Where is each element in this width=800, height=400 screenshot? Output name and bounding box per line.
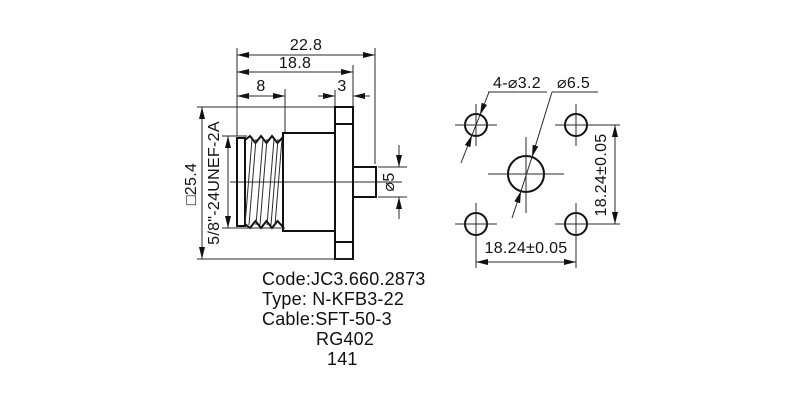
leader-mounting-holes: 4-⌀3.2 bbox=[460, 75, 547, 164]
dim-hole-spacing-vertical-text: 18.24±0.05 bbox=[593, 134, 610, 217]
note-cable: Cable:SFT-50-3 bbox=[262, 309, 392, 329]
side-view-dimensions: 22.8 18.8 8 3 □25.4 5/8"-24UNEF-2A ⌀5 bbox=[183, 37, 407, 260]
note-cable-alt-2: 141 bbox=[327, 349, 358, 369]
side-view: 22.8 18.8 8 3 □25.4 5/8"-24UNEF-2A ⌀5 bbox=[183, 37, 407, 260]
dim-flange-square: □25.4 bbox=[183, 163, 200, 205]
dim-hole-spacing-horizontal: 18.24±0.05 bbox=[475, 238, 577, 268]
dim-thread-length: 8 bbox=[256, 78, 265, 95]
label-mounting-holes: 4-⌀3.2 bbox=[493, 75, 541, 92]
note-cable-alt-1: RG402 bbox=[316, 329, 374, 349]
note-type: Type: N-KFB3-22 bbox=[262, 289, 404, 309]
notes-block: Code:JC3.660.2873 Type: N-KFB3-22 Cable:… bbox=[262, 269, 426, 369]
flange bbox=[334, 106, 354, 260]
thread-profile bbox=[243, 134, 285, 230]
leader-center-hole: ⌀6.5 bbox=[511, 75, 598, 219]
dim-flange-thickness: 3 bbox=[337, 78, 346, 95]
dim-hole-spacing-vertical: 18.24±0.05 bbox=[590, 124, 620, 225]
thread-helix-lines bbox=[244, 138, 283, 226]
rear-pin bbox=[352, 166, 377, 198]
dim-hole-spacing-horizontal-text: 18.24±0.05 bbox=[485, 240, 568, 257]
thread-end-cap bbox=[236, 137, 246, 227]
note-code: Code:JC3.660.2873 bbox=[262, 269, 426, 289]
dim-total-length: 22.8 bbox=[290, 37, 322, 54]
front-view: 4-⌀3.2 ⌀6.5 18.24±0.05 18.24±0.05 bbox=[455, 75, 620, 268]
dim-pin-diameter: ⌀5 bbox=[381, 172, 398, 191]
dim-body-length: 18.8 bbox=[279, 55, 311, 72]
thread-spec-label: 5/8"-24UNEF-2A bbox=[206, 121, 223, 245]
label-center-hole: ⌀6.5 bbox=[557, 75, 590, 92]
